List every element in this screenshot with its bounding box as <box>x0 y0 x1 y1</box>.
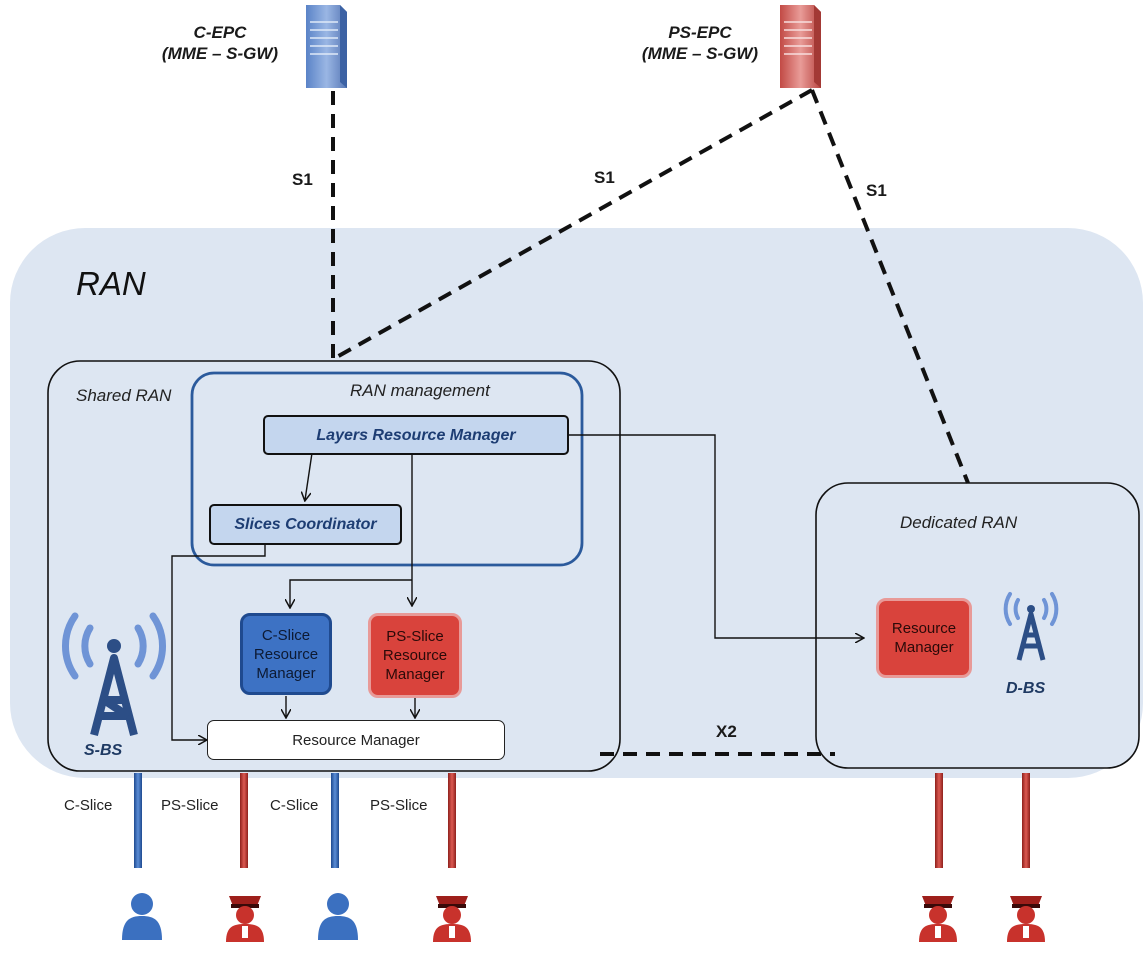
arrow-branch-to-c-slice-rm <box>290 579 412 607</box>
slice-label-c-2: C-Slice <box>270 797 319 814</box>
dashed-links <box>331 88 970 756</box>
s1-label-right: S1 <box>866 181 887 200</box>
dedicated-rm-line-1: Resource <box>891 620 957 637</box>
s-bs-tower-icon <box>62 612 166 737</box>
c-slice-resource-manager-box: C-Slice Resource Manager <box>240 613 332 695</box>
c-epc-server-icon <box>306 5 347 88</box>
ps-slice-channel-2 <box>448 773 456 868</box>
police-user-icon <box>1007 896 1045 942</box>
layers-resource-manager-label: Layers Resource Manager <box>316 426 516 444</box>
ps-slice-rm-line-2: Resource <box>382 647 448 664</box>
ps-slice-resource-manager-box: PS-Slice Resource Manager <box>368 613 462 698</box>
s1-link-ps-epc-dedicated <box>810 89 970 484</box>
slice-label-ps-2: PS-Slice <box>370 797 428 814</box>
ps-epc-server-icon <box>780 5 821 88</box>
shared-ran-title: Shared RAN <box>76 386 172 405</box>
c-slice-rm-line-3: Manager <box>256 664 316 682</box>
c-epc-label: C-EPC (MME – S-GW) <box>150 22 290 64</box>
c-slice-rm-line-2: Resource <box>253 645 319 663</box>
ps-slice-rm-line-3: Manager <box>385 666 445 683</box>
layers-resource-manager-box: Layers Resource Manager <box>263 415 569 455</box>
slice-label-ps-1: PS-Slice <box>161 797 219 814</box>
arrow-slices-coordinator-to-rm <box>171 545 266 740</box>
ps-slice-channel-1 <box>240 773 248 868</box>
c-slice-rm-line-1: C-Slice <box>261 626 311 644</box>
user-icon <box>122 893 162 940</box>
user-icon <box>318 893 358 940</box>
s1-label-left: S1 <box>292 170 313 189</box>
control-arrows <box>171 434 863 740</box>
d-bs-label: D-BS <box>1006 680 1046 697</box>
ran-management-box <box>190 371 584 567</box>
dedicated-ran-title: Dedicated RAN <box>900 513 1018 532</box>
ps-epc-subtitle: (MME – S-GW) <box>641 44 759 63</box>
arrow-lrm-to-dedicated-rm <box>568 434 863 638</box>
dedicated-resource-manager-box: Resource Manager <box>876 598 972 678</box>
ps-slice-channel-3 <box>935 773 943 868</box>
shared-resource-manager-box: Resource Manager <box>207 720 505 760</box>
c-slice-channel-2 <box>331 773 339 868</box>
ps-slice-rm-line-1: PS-Slice <box>386 628 444 645</box>
ran-title: RAN <box>76 265 146 302</box>
police-user-icon <box>919 896 957 942</box>
police-user-icon <box>226 896 264 942</box>
x2-label: X2 <box>716 722 737 741</box>
ps-epc-name: PS-EPC <box>668 23 732 42</box>
dedicated-ran-box <box>815 482 1140 769</box>
slices-coordinator-label: Slices Coordinator <box>234 516 377 533</box>
ps-slice-channel-4 <box>1022 773 1030 868</box>
c-epc-name: C-EPC <box>193 23 247 42</box>
ps-epc-label: PS-EPC (MME – S-GW) <box>630 22 770 64</box>
slices-coordinator-box: Slices Coordinator <box>209 504 402 545</box>
c-slice-channel-1 <box>134 773 142 868</box>
police-user-icon <box>433 896 471 942</box>
s-bs-label: S-BS <box>84 742 123 759</box>
ran-management-title: RAN management <box>350 381 490 400</box>
slice-label-c-1: C-Slice <box>64 797 113 814</box>
d-bs-tower-icon <box>1003 592 1059 661</box>
s1-label-middle: S1 <box>594 168 615 187</box>
c-epc-subtitle: (MME – S-GW) <box>161 44 279 63</box>
dedicated-rm-line-2: Manager <box>894 639 954 656</box>
shared-ran-box <box>47 360 621 772</box>
arrow-lrm-to-slices-coordinator <box>305 452 313 500</box>
slice-channels <box>134 773 1030 868</box>
shared-resource-manager-label: Resource Manager <box>292 731 420 749</box>
